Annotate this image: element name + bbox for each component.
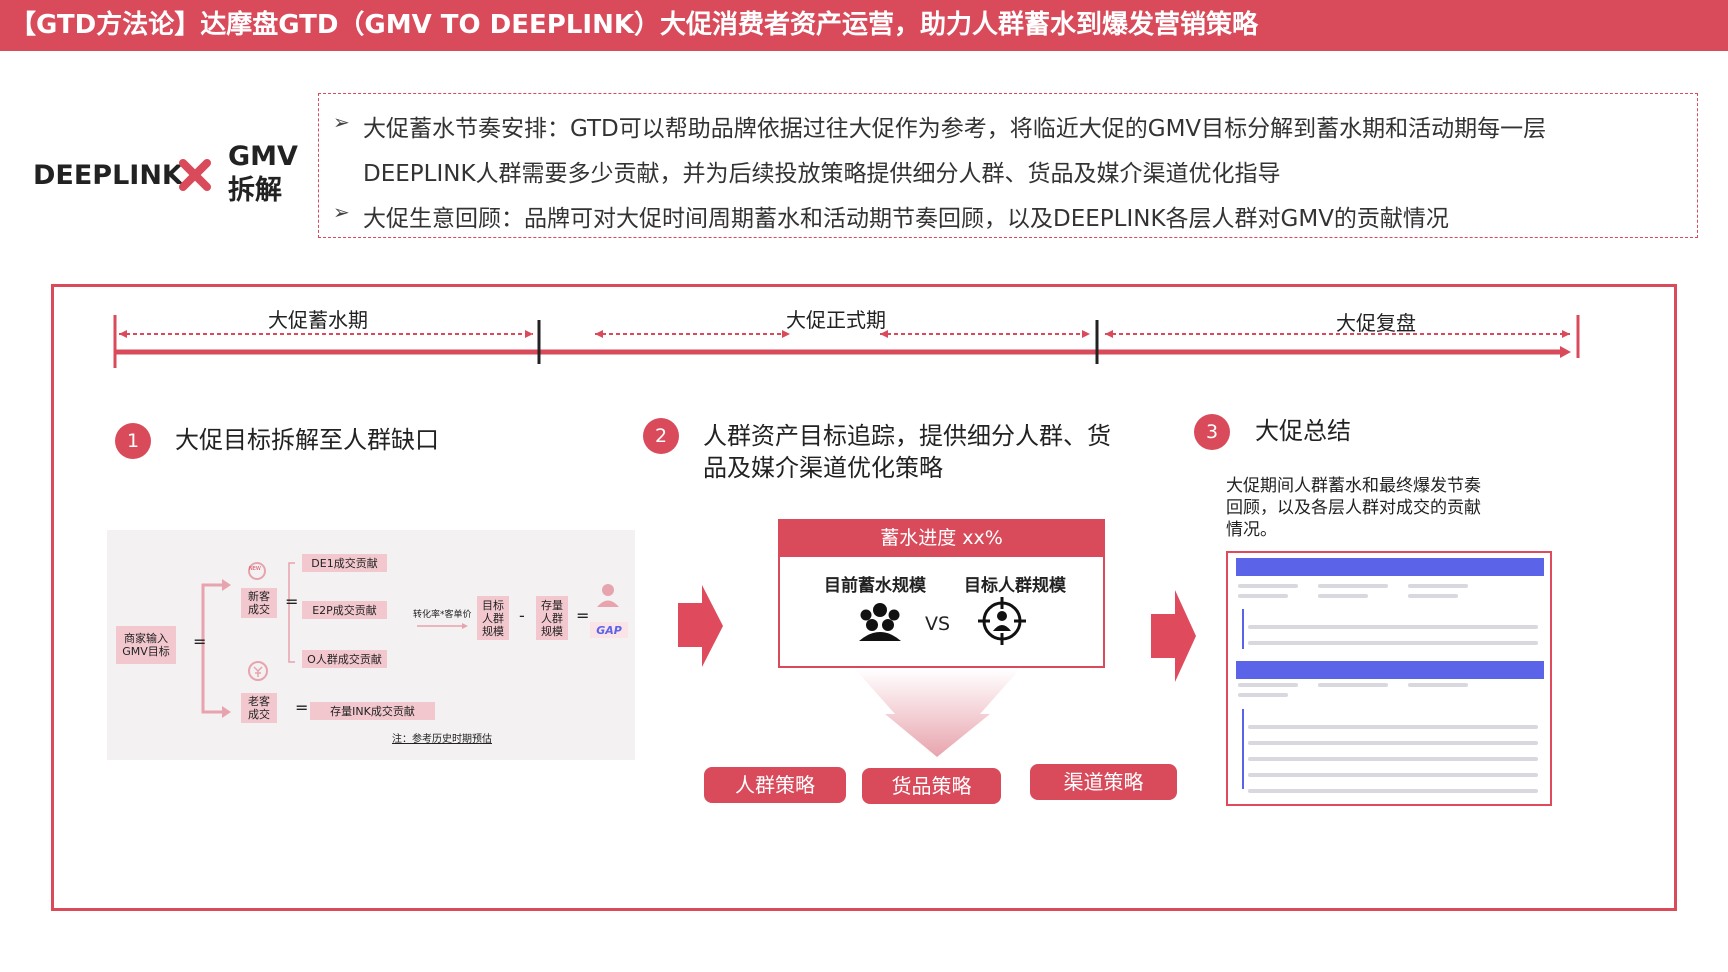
vs-label: VS — [925, 613, 951, 635]
equals-sign: = — [193, 632, 207, 651]
phase-official-label: 大促正式期 — [786, 308, 886, 332]
step-3-description: 大促期间人群蓄水和最终爆发节奏 回顾，以及各层人群对成交的贡献 情况。 — [1226, 475, 1481, 541]
brand-deeplink: DEEPLINK — [33, 160, 183, 191]
step-2-title-line: 人群资产目标追踪，提供细分人群、货 — [703, 422, 1111, 450]
report-line — [1248, 773, 1538, 777]
step-3-desc-line: 回顾，以及各层人群对成交的贡献 — [1226, 498, 1481, 518]
brand-split: 拆解 — [228, 175, 282, 206]
brand-gmv-label: GMV 拆解 — [228, 140, 298, 208]
step-2-title-line: 品及媒介渠道优化策略 — [703, 454, 943, 482]
step-3-title: 大促总结 — [1255, 417, 1351, 445]
report-line — [1408, 683, 1468, 687]
report-line — [1248, 641, 1538, 645]
step-1-title: 大促目标拆解至人群缺口 — [175, 426, 439, 454]
de1-contribution-box: DE1成交贡献 — [302, 554, 387, 572]
report-line — [1248, 741, 1538, 745]
report-line — [1248, 757, 1538, 761]
arrow-right-icon — [678, 585, 723, 667]
target-person-icon — [978, 597, 1026, 645]
main-panel — [51, 284, 1677, 911]
report-header-bar — [1236, 558, 1544, 576]
report-line — [1318, 584, 1388, 588]
new-badge-icon — [248, 562, 266, 580]
old-customer-box: 老客成交 — [241, 693, 277, 723]
report-line — [1408, 594, 1458, 598]
report-line — [1318, 594, 1368, 598]
report-line — [1238, 693, 1288, 697]
gap-badge: GAP — [590, 622, 628, 638]
report-line — [1248, 725, 1538, 729]
report-line — [1238, 594, 1288, 598]
equals-sign: = — [285, 592, 299, 611]
new-customer-box: 新客成交 — [241, 588, 277, 618]
report-line — [1318, 683, 1388, 687]
group-icon — [859, 603, 901, 641]
coin-icon — [248, 661, 268, 681]
brand-gmv: GMV — [228, 141, 298, 172]
target-crowd-label: 目标人群规模 — [964, 576, 1066, 596]
minus-sign: - — [519, 606, 525, 625]
flow-connectors — [201, 562, 468, 718]
brand-block: DEEPLINK GMV 拆解 — [33, 136, 298, 216]
stock-ink-contribution-box: 存量INK成交贡献 — [310, 702, 435, 720]
report-tree-line — [1242, 609, 1244, 649]
report-line — [1248, 789, 1538, 793]
step-3-desc-line: 情况。 — [1226, 520, 1277, 540]
report-line — [1248, 625, 1538, 629]
arrow-bullet-icon: ➢ — [333, 110, 350, 134]
crowd-strategy-button[interactable]: 人群策略 — [704, 767, 846, 803]
target-scale-box: 目标人群规模 — [477, 596, 509, 640]
conversion-label: 转化率*客单价 — [413, 610, 472, 620]
storage-progress-header: 蓄水进度 xx% — [778, 519, 1105, 557]
review-report-thumbnail — [1226, 551, 1552, 806]
timeline — [113, 315, 1580, 368]
report-tree-line — [1242, 709, 1244, 789]
o-crowd-contribution-box: O人群成交贡献 — [302, 650, 387, 668]
page-title: 【GTD方法论】达摩盘GTD（GMV TO DEEPLINK）大促消费者资产运营… — [0, 0, 1728, 51]
channel-strategy-button[interactable]: 渠道策略 — [1030, 764, 1177, 800]
equals-sign: = — [295, 698, 309, 717]
phase-review-label: 大促复盘 — [1336, 311, 1416, 335]
notes-box: ➢ 大促蓄水节奏安排：GTD可以帮助品牌依据过往大促作为参考，将临近大促的GMV… — [318, 93, 1698, 238]
step-3-desc-line: 大促期间人群蓄水和最终爆发节奏 — [1226, 476, 1481, 496]
note-line: DEEPLINK人群需要多少贡献，并为后续投放策略提供细分人群、货品及媒介渠道优… — [363, 161, 1281, 187]
arrow-bullet-icon: ➢ — [333, 200, 350, 224]
funnel-arrow — [855, 669, 1020, 757]
step-2-badge: 2 — [643, 418, 679, 454]
storage-progress-card: 蓄水进度 xx% 目前蓄水规模 目标人群规模 VS — [778, 519, 1105, 668]
flow-note: 注：参考历史时期预估 — [392, 734, 492, 745]
product-strategy-button[interactable]: 货品策略 — [862, 768, 1001, 804]
cross-icon — [178, 158, 212, 196]
current-storage-label: 目前蓄水规模 — [824, 576, 926, 596]
step-2-title: 人群资产目标追踪，提供细分人群、货 品及媒介渠道优化策略 — [703, 420, 1111, 484]
report-line — [1238, 584, 1298, 588]
phase-storage-label: 大促蓄水期 — [268, 308, 368, 332]
note-line: 大促生意回顾：品牌可对大促时间周期蓄水和活动期节奏回顾，以及DEEPLINK各层… — [363, 206, 1449, 232]
step-3-badge: 3 — [1194, 414, 1230, 450]
report-line — [1238, 683, 1298, 687]
arrow-right-icon — [1151, 590, 1196, 682]
stock-scale-box: 存量人群规模 — [536, 596, 568, 640]
step-1-badge: 1 — [115, 423, 151, 459]
report-line — [1408, 584, 1468, 588]
report-header-bar — [1236, 661, 1544, 679]
equals-sign: = — [576, 606, 590, 625]
note-line: 大促蓄水节奏安排：GTD可以帮助品牌依据过往大促作为参考，将临近大促的GMV目标… — [363, 116, 1547, 142]
e2p-contribution-box: E2P成交贡献 — [302, 601, 387, 619]
new-badge-text: NEW — [249, 566, 261, 572]
person-icon — [597, 584, 619, 607]
